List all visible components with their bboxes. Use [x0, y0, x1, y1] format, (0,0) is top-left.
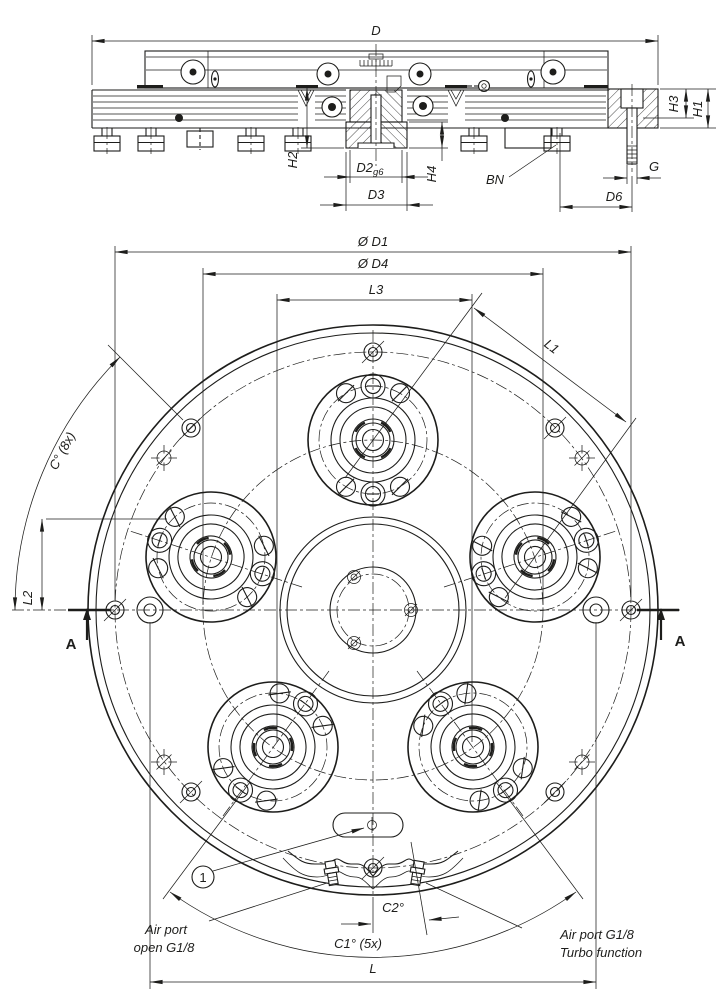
side-view-section: D [91, 23, 716, 212]
dim-H2: H2 [285, 87, 344, 168]
label-air-turbo-1: Air port G1/8 [559, 927, 634, 942]
section-marker-left: A [66, 608, 110, 653]
label-H2: H2 [285, 151, 300, 168]
label-L2: L2 [20, 590, 35, 605]
dim-L1: L1 [344, 292, 637, 599]
label-C2: C2° [382, 900, 404, 915]
callout-air-port-turbo: Air port G1/8 Turbo function [425, 882, 642, 960]
label-D4: Ø D4 [357, 256, 388, 271]
label-D6: D6 [606, 189, 623, 204]
dim-C2: C2° [341, 841, 460, 936]
label-D3: D3 [368, 187, 385, 202]
label-H3: H3 [666, 95, 681, 112]
label-air-open-1: Air port [144, 922, 188, 937]
side-knobs [180, 59, 566, 93]
label-H1: H1 [690, 101, 705, 118]
label-BN: BN [486, 172, 505, 187]
label-L1: L1 [541, 336, 562, 357]
dim-D6: D6 [559, 133, 633, 212]
label-air-open-2: open G1/8 [134, 940, 195, 955]
label-balloon-1: 1 [199, 870, 206, 885]
label-L: L [369, 961, 376, 976]
centre-boss [329, 566, 418, 654]
section-marker-right: A [637, 608, 686, 650]
dim-H4: H4 [409, 121, 448, 183]
label-H4: H4 [424, 166, 439, 183]
label-section-A-left: A [66, 636, 77, 653]
dim-H3-H1: H3 H1 [658, 88, 716, 129]
label-L3: L3 [369, 282, 384, 297]
callout-BN: BN [486, 144, 557, 187]
base-plate [91, 89, 658, 129]
air-fitting-left [322, 859, 342, 887]
label-G: G [649, 159, 659, 174]
balloon-1: 1 [191, 827, 365, 889]
label-C1: C1° (5x) [334, 936, 382, 951]
dim-L2: L2 [20, 518, 167, 611]
dim-L3: L3 [276, 282, 473, 742]
label-D1: Ø D1 [357, 234, 388, 249]
centre-spigot [321, 44, 434, 166]
rotary-table-top-plate [137, 50, 609, 89]
chuck-lower-right [380, 653, 566, 841]
chuck-lower-left [180, 653, 366, 841]
label-D: D [371, 23, 380, 38]
plan-view: Ø D1 Ø D4 L3 L1 C° (8x) L2 A [12, 234, 686, 989]
dim-D: D [91, 23, 659, 85]
edge-clamp-block [607, 84, 659, 172]
t-slot-nuts [93, 126, 571, 155]
dim-G: G [603, 159, 661, 184]
label-air-turbo-2: Turbo function [560, 945, 642, 960]
dim-D3: D3 [320, 152, 433, 211]
dim-D2g6: D2g6 [324, 150, 428, 183]
grip-scallop [282, 812, 464, 890]
callout-air-port-open: Air port open G1/8 [134, 882, 328, 955]
dim-L: L [149, 622, 597, 989]
dim-D4: Ø D4 [202, 256, 544, 605]
dim-C1-5x: C1° (5x) [162, 781, 584, 958]
label-C8x: C° (8x) [46, 429, 78, 472]
label-D2g6: D2g6 [356, 160, 384, 178]
label-section-A-right: A [675, 633, 686, 650]
